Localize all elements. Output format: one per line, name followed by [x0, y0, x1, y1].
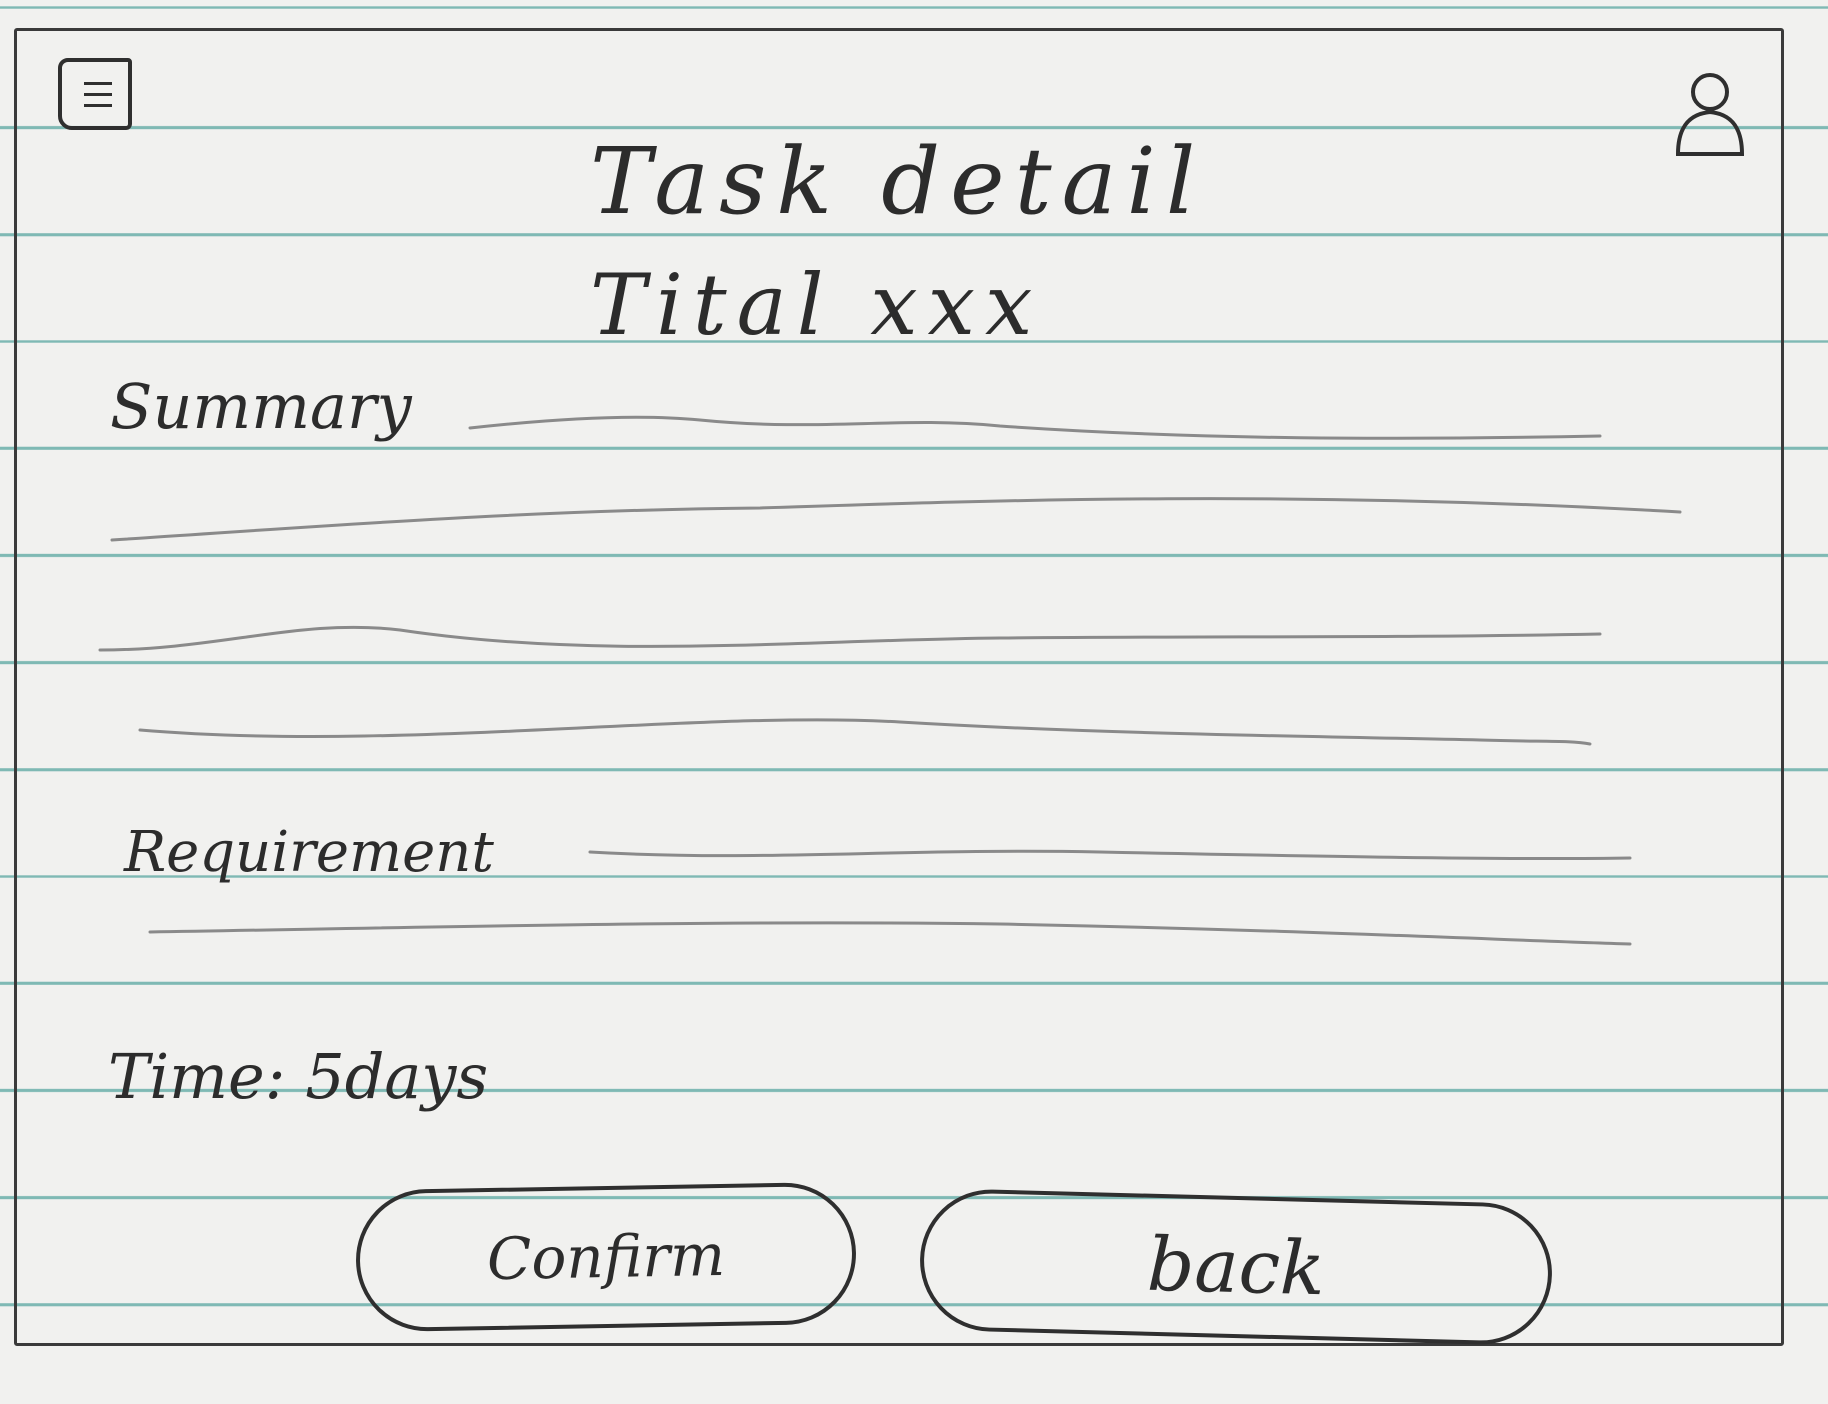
confirm-button[interactable]: Confirm — [354, 1181, 858, 1333]
menu-icon[interactable] — [58, 58, 132, 130]
menu-icon-bar — [84, 104, 112, 107]
summary-label: Summary — [110, 370, 412, 443]
user-icon[interactable] — [1670, 66, 1750, 158]
page-title: Task detail — [590, 128, 1206, 235]
requirement-label: Requirement — [124, 820, 494, 885]
screen-frame — [14, 28, 1784, 1346]
menu-icon-bar — [84, 93, 112, 96]
back-button[interactable]: back — [918, 1187, 1554, 1347]
time-value: 5days — [305, 1040, 489, 1113]
menu-icon-bar — [84, 82, 112, 85]
time-row: Time: 5days — [108, 1040, 488, 1113]
task-title: Tital xxx — [590, 256, 1043, 354]
time-label: Time: — [108, 1040, 286, 1113]
